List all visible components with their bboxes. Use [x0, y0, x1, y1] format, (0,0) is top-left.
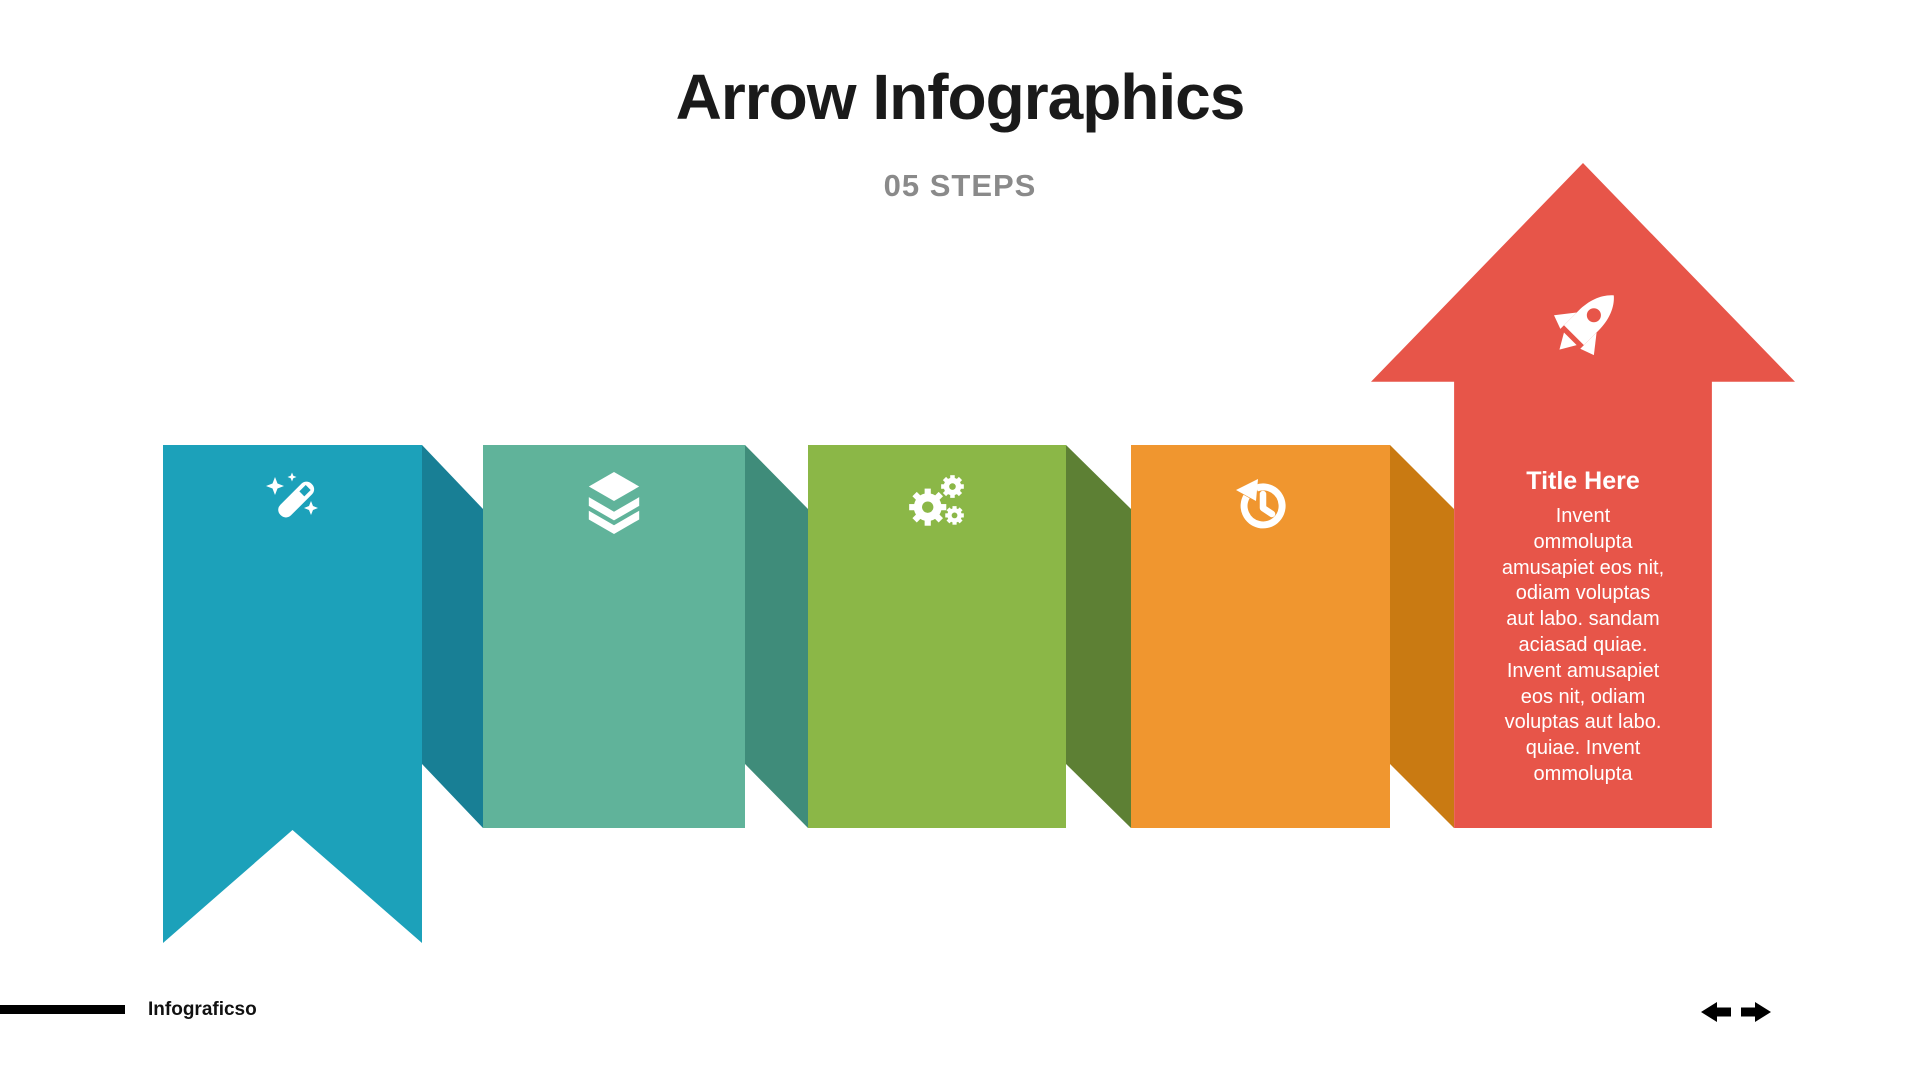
step2-fold: [745, 445, 808, 828]
rocket-icon: [1371, 279, 1795, 363]
page-subtitle: 05 STEPS: [883, 168, 1037, 203]
step-body: There are many variations of passages of…: [543, 1069, 685, 1080]
step-title: Title Here: [235, 1026, 350, 1054]
step-body: There are many variations of passages of…: [866, 1069, 1008, 1080]
right-arrow-icon[interactable]: [1741, 1002, 1771, 1022]
step-body: There are many variations of passages of…: [221, 1069, 364, 1080]
step2-panel: [483, 445, 745, 828]
step-body: There are many variations of passages of…: [1189, 1069, 1332, 1080]
step4-fold: [1390, 445, 1454, 828]
step-title: Title Here: [557, 1026, 671, 1054]
gears-icon: [808, 467, 1066, 537]
magic-wand-icon: [163, 467, 422, 537]
layers-icon: [483, 467, 745, 537]
step-title: Title Here: [880, 1026, 994, 1054]
footer-divider-bar: [0, 1005, 125, 1014]
slide-nav: [1698, 999, 1774, 1025]
page-title: Arrow Infographics: [675, 61, 1246, 133]
step3-fold: [1066, 445, 1131, 828]
step-body: Invent ommolupta amusapiet eos nit, odia…: [1501, 505, 1665, 785]
brand-label: Infograficso: [148, 999, 257, 1020]
step-title: Title Here: [1526, 467, 1640, 495]
left-arrow-icon[interactable]: [1701, 1002, 1731, 1022]
history-icon: [1131, 467, 1390, 537]
step-title: Title Here: [1203, 1026, 1318, 1054]
step1-fold: [422, 445, 483, 828]
